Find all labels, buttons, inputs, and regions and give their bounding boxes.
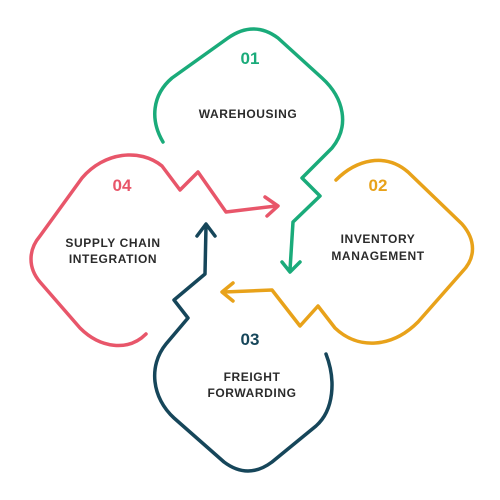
step-label-inventory-line1: INVENTORY xyxy=(341,232,416,246)
step-label-supply-line2: INTEGRATION xyxy=(69,252,157,266)
step-number-02: 02 xyxy=(369,176,388,195)
step-label-freight-line2: FORWARDING xyxy=(207,386,296,400)
arrow-head-icon xyxy=(220,281,235,303)
warehousing-connector xyxy=(153,27,345,272)
inventory-connector xyxy=(222,158,475,345)
step-label-freight-line1: FREIGHT xyxy=(224,370,281,384)
arrow-head-icon xyxy=(280,260,302,274)
step-label-warehousing: WAREHOUSING xyxy=(199,107,298,121)
step-warehousing: 01 WAREHOUSING xyxy=(153,27,345,274)
step-number-03: 03 xyxy=(241,330,260,349)
supply-chain-connector xyxy=(29,153,278,348)
step-number-04: 04 xyxy=(113,176,132,195)
step-label-supply-line1: SUPPLY CHAIN xyxy=(65,236,160,250)
step-inventory-management: 02 INVENTORY MANAGEMENT xyxy=(220,158,475,345)
step-supply-chain-integration: 04 SUPPLY CHAIN INTEGRATION xyxy=(29,153,280,348)
freight-connector xyxy=(152,224,334,473)
step-label-inventory-line2: MANAGEMENT xyxy=(331,249,424,263)
step-number-01: 01 xyxy=(241,49,260,68)
arrow-head-icon xyxy=(263,195,280,218)
step-freight-forwarding: 03 FREIGHT FORWARDING xyxy=(152,222,334,473)
arrow-head-icon xyxy=(195,222,217,238)
